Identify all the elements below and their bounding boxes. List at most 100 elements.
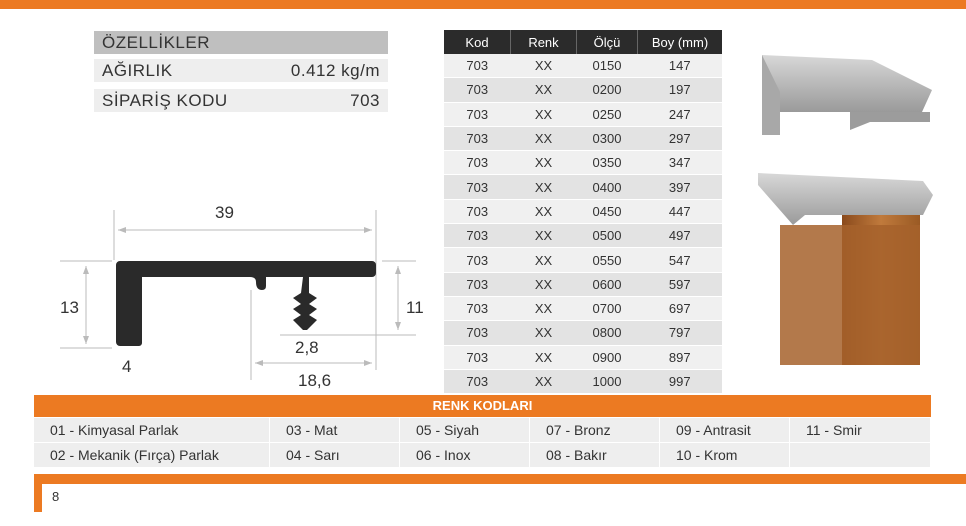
table-cell: 703 [444, 77, 511, 103]
table-cell: 547 [637, 247, 722, 273]
table-cell: 447 [637, 199, 722, 225]
table-cell: 703 [444, 54, 511, 79]
page-side-bar [34, 474, 42, 512]
table-cell: XX [510, 223, 577, 249]
table-cell: XX [510, 54, 577, 79]
table-cell: 703 [444, 272, 511, 297]
table-cell: 703 [444, 296, 511, 322]
top-accent-bar [0, 0, 966, 9]
table-cell: 897 [637, 345, 722, 370]
dim-offset: 18,6 [298, 371, 331, 390]
table-cell: 703 [444, 247, 511, 273]
page-number: 8 [52, 489, 60, 504]
table-cell: XX [510, 126, 577, 152]
table-cell: 0400 [576, 174, 638, 200]
table-cell: XX [510, 345, 577, 370]
weight-row: AĞIRLIK 0.412 kg/m [94, 59, 388, 82]
table-cell: 497 [637, 223, 722, 249]
weight-value: 0.412 kg/m [290, 60, 380, 80]
color-code-item: 08 - Bakır [530, 443, 660, 467]
table-cell: 697 [637, 296, 722, 322]
table-cell: 0500 [576, 223, 638, 249]
profile-photo [762, 55, 932, 112]
bottom-accent-bar [34, 474, 966, 484]
color-code-item: 09 - Antrasit [660, 418, 790, 442]
table-cell: XX [510, 296, 577, 322]
table-cell: 0150 [576, 54, 638, 79]
table-cell: 703 [444, 320, 511, 346]
color-code-item: 04 - Sarı [270, 443, 400, 467]
table-cell: 397 [637, 174, 722, 200]
table-cell: 247 [637, 102, 722, 127]
table-cell: 703 [444, 199, 511, 225]
color-code-item: 03 - Mat [270, 418, 400, 442]
table-cell: 0350 [576, 150, 638, 176]
color-code-item: 05 - Siyah [400, 418, 530, 442]
table-cell: 0700 [576, 296, 638, 322]
order-code-label: SİPARİŞ KODU [102, 90, 228, 110]
table-cell: 0250 [576, 102, 638, 127]
table-cell: XX [510, 102, 577, 127]
table-cell: XX [510, 150, 577, 176]
table-cell: XX [510, 199, 577, 225]
table-cell: 147 [637, 54, 722, 79]
table-cell: 0450 [576, 199, 638, 225]
col-olcu: Ölçü [576, 30, 638, 54]
dim-width: 39 [215, 203, 234, 222]
table-cell: XX [510, 174, 577, 200]
product-photos [758, 55, 933, 365]
color-code-item: 11 - Smir [790, 418, 931, 442]
table-cell: 703 [444, 126, 511, 152]
dim-height-left: 13 [60, 298, 79, 317]
color-codes-title: RENK KODLARI [34, 395, 931, 417]
table-cell: 703 [444, 369, 511, 395]
table-cell: 0800 [576, 320, 638, 346]
color-code-item: 10 - Krom [660, 443, 790, 467]
table-cell: XX [510, 369, 577, 395]
properties-title: ÖZELLİKLER [102, 32, 210, 52]
col-boy: Boy (mm) [637, 30, 722, 54]
table-cell: 597 [637, 272, 722, 297]
table-cell: 0200 [576, 77, 638, 103]
table-cell: 703 [444, 174, 511, 200]
dim-height-right: 11 [406, 298, 424, 317]
table-cell: 197 [637, 77, 722, 103]
order-code-value: 703 [350, 90, 380, 110]
table-cell: 0300 [576, 126, 638, 152]
table-cell: 347 [637, 150, 722, 176]
table-cell: 703 [444, 223, 511, 249]
table-cell: 0550 [576, 247, 638, 273]
color-code-item: 01 - Kimyasal Parlak [34, 418, 270, 442]
color-code-item: 02 - Mekanik (Fırça) Parlak [34, 443, 270, 467]
table-cell: 703 [444, 102, 511, 127]
color-code-item: 07 - Bronz [530, 418, 660, 442]
color-code-item: 06 - Inox [400, 443, 530, 467]
col-renk: Renk [510, 30, 577, 54]
col-kod: Kod [444, 30, 511, 54]
table-cell: 297 [637, 126, 722, 152]
weight-label: AĞIRLIK [102, 60, 173, 80]
table-cell: 703 [444, 150, 511, 176]
table-cell: XX [510, 247, 577, 273]
dim-thickness: 4 [122, 357, 131, 376]
table-cell: 1000 [576, 369, 638, 395]
color-code-item [790, 443, 931, 467]
order-code-row: SİPARİŞ KODU 703 [94, 89, 388, 112]
table-cell: XX [510, 77, 577, 103]
